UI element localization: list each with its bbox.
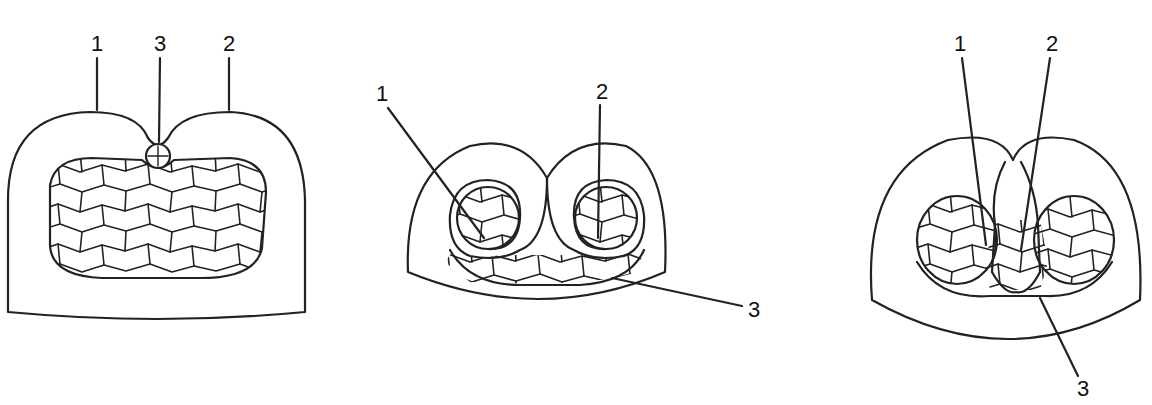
callout-number: 1: [89, 32, 105, 56]
callout-number: 2: [594, 80, 610, 104]
callout-number: 3: [746, 298, 762, 322]
callout-number: 1: [952, 32, 968, 56]
callout-number: 3: [1075, 377, 1091, 401]
callout-number: 3: [152, 32, 168, 56]
callout-number: 2: [221, 32, 237, 56]
callout-number: 1: [374, 82, 390, 106]
callout-number: 2: [1044, 32, 1060, 56]
